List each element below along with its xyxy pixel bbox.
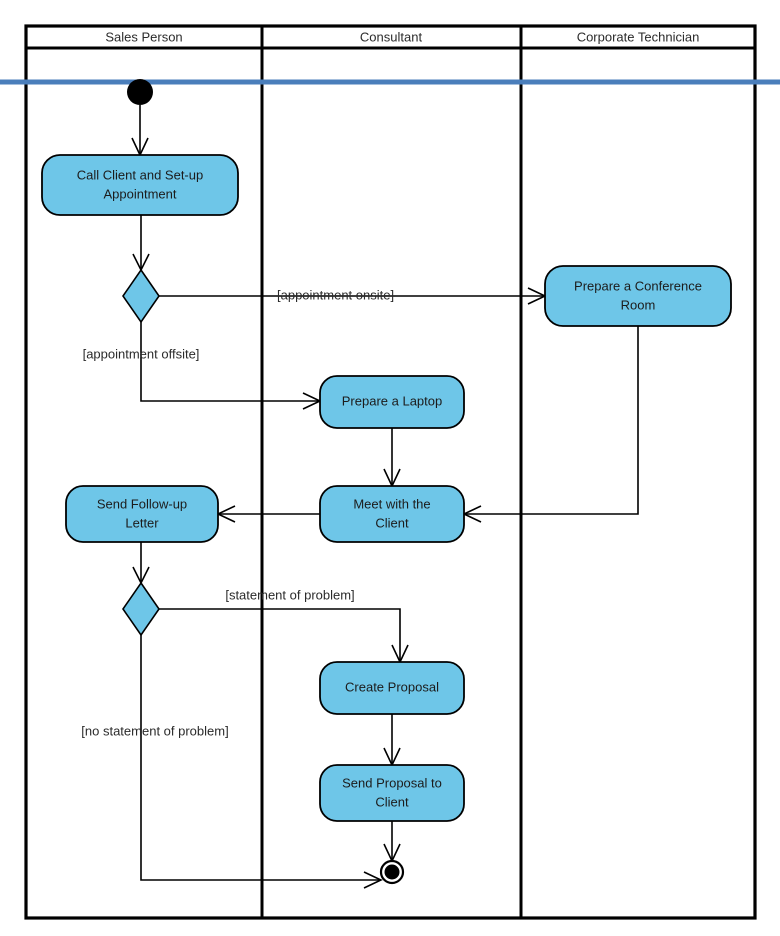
activity-node-send-follow-up-letter[interactable]: Send Follow-up Letter (65, 485, 219, 543)
prepare-conference-room-label-line1: Prepare a Conference (574, 278, 702, 293)
activity-node-create-proposal[interactable]: Create Proposal (319, 661, 465, 715)
edge-create-proposal-to-send-proposal (383, 714, 401, 767)
prepare-laptop-box[interactable] (319, 375, 465, 429)
activity-node-prepare-conference-room[interactable]: Prepare a Conference Room (544, 265, 732, 327)
send-follow-up-letter-label-line1: Send Follow-up (97, 496, 187, 511)
edge-start-to-call-client (131, 105, 149, 157)
activity-node-call-client[interactable]: Call Client and Set-up Appointment (41, 154, 239, 216)
initial-node[interactable] (127, 79, 153, 105)
send-proposal-to-client-label-line1: Send Proposal to (342, 775, 442, 790)
decision-node-problem[interactable] (122, 581, 160, 637)
create-proposal-label: Create Proposal (345, 679, 439, 694)
edge-label-statement-of-problem: [statement of problem] (225, 587, 354, 602)
swimlane-frame (24, 24, 757, 920)
send-proposal-to-client-box[interactable] (319, 764, 465, 822)
edge-label-appointment-offsite: [appointment offsite] (83, 346, 200, 361)
lane-header-consultant: Consultant (360, 29, 423, 44)
edge-decision-to-laptop (140, 322, 322, 410)
edge-send-proposal-to-end (383, 821, 401, 863)
decision-node-appointment[interactable] (122, 268, 160, 324)
edge-label-no-statement-of-problem: [no statement of problem] (81, 723, 228, 738)
lane-header-corporate-technician: Corporate Technician (577, 29, 700, 44)
meet-with-client-label-line2: Client (375, 515, 409, 530)
edge-follow-up-to-decision-problem (132, 542, 150, 585)
final-node[interactable] (379, 859, 405, 885)
edge-guard-labels: [appointment onsite] [appointment offsit… (81, 287, 394, 738)
activity-node-prepare-laptop[interactable]: Prepare a Laptop (319, 375, 465, 429)
create-proposal-box[interactable] (319, 661, 465, 715)
edge-meet-to-follow-up (216, 505, 320, 523)
edge-decision-problem-to-create-proposal (159, 608, 409, 664)
edge-call-client-to-decision (132, 215, 150, 272)
edge-laptop-to-meet (383, 428, 401, 488)
end-node-dot[interactable] (384, 864, 400, 880)
call-client-box[interactable] (41, 154, 239, 216)
activity-node-meet-with-client[interactable]: Meet with the Client (319, 485, 465, 543)
diagram-outer-frame (24, 24, 757, 920)
lane-headers: Sales Person Consultant Corporate Techni… (105, 29, 699, 44)
start-node-circle[interactable] (127, 79, 153, 105)
meet-with-client-label-line1: Meet with the (353, 496, 430, 511)
meet-with-client-box[interactable] (319, 485, 465, 543)
call-client-label-line2: Appointment (104, 186, 177, 201)
edge-conference-room-to-meet (462, 326, 639, 523)
lane-header-sales-person: Sales Person (105, 29, 182, 44)
edge-decision-problem-to-end (140, 635, 383, 889)
send-follow-up-letter-box[interactable] (65, 485, 219, 543)
send-proposal-to-client-label-line2: Client (375, 794, 409, 809)
call-client-label-line1: Call Client and Set-up (77, 167, 203, 182)
decision-appointment-diamond[interactable] (122, 268, 160, 324)
send-follow-up-letter-label-line2: Letter (125, 515, 159, 530)
decision-problem-diamond[interactable] (122, 581, 160, 637)
activity-node-send-proposal-to-client[interactable]: Send Proposal to Client (319, 764, 465, 822)
prepare-laptop-label: Prepare a Laptop (342, 393, 442, 408)
edge-label-appointment-onsite: [appointment onsite] (277, 287, 394, 302)
prepare-conference-room-box[interactable] (544, 265, 732, 327)
prepare-conference-room-label-line2: Room (621, 297, 656, 312)
